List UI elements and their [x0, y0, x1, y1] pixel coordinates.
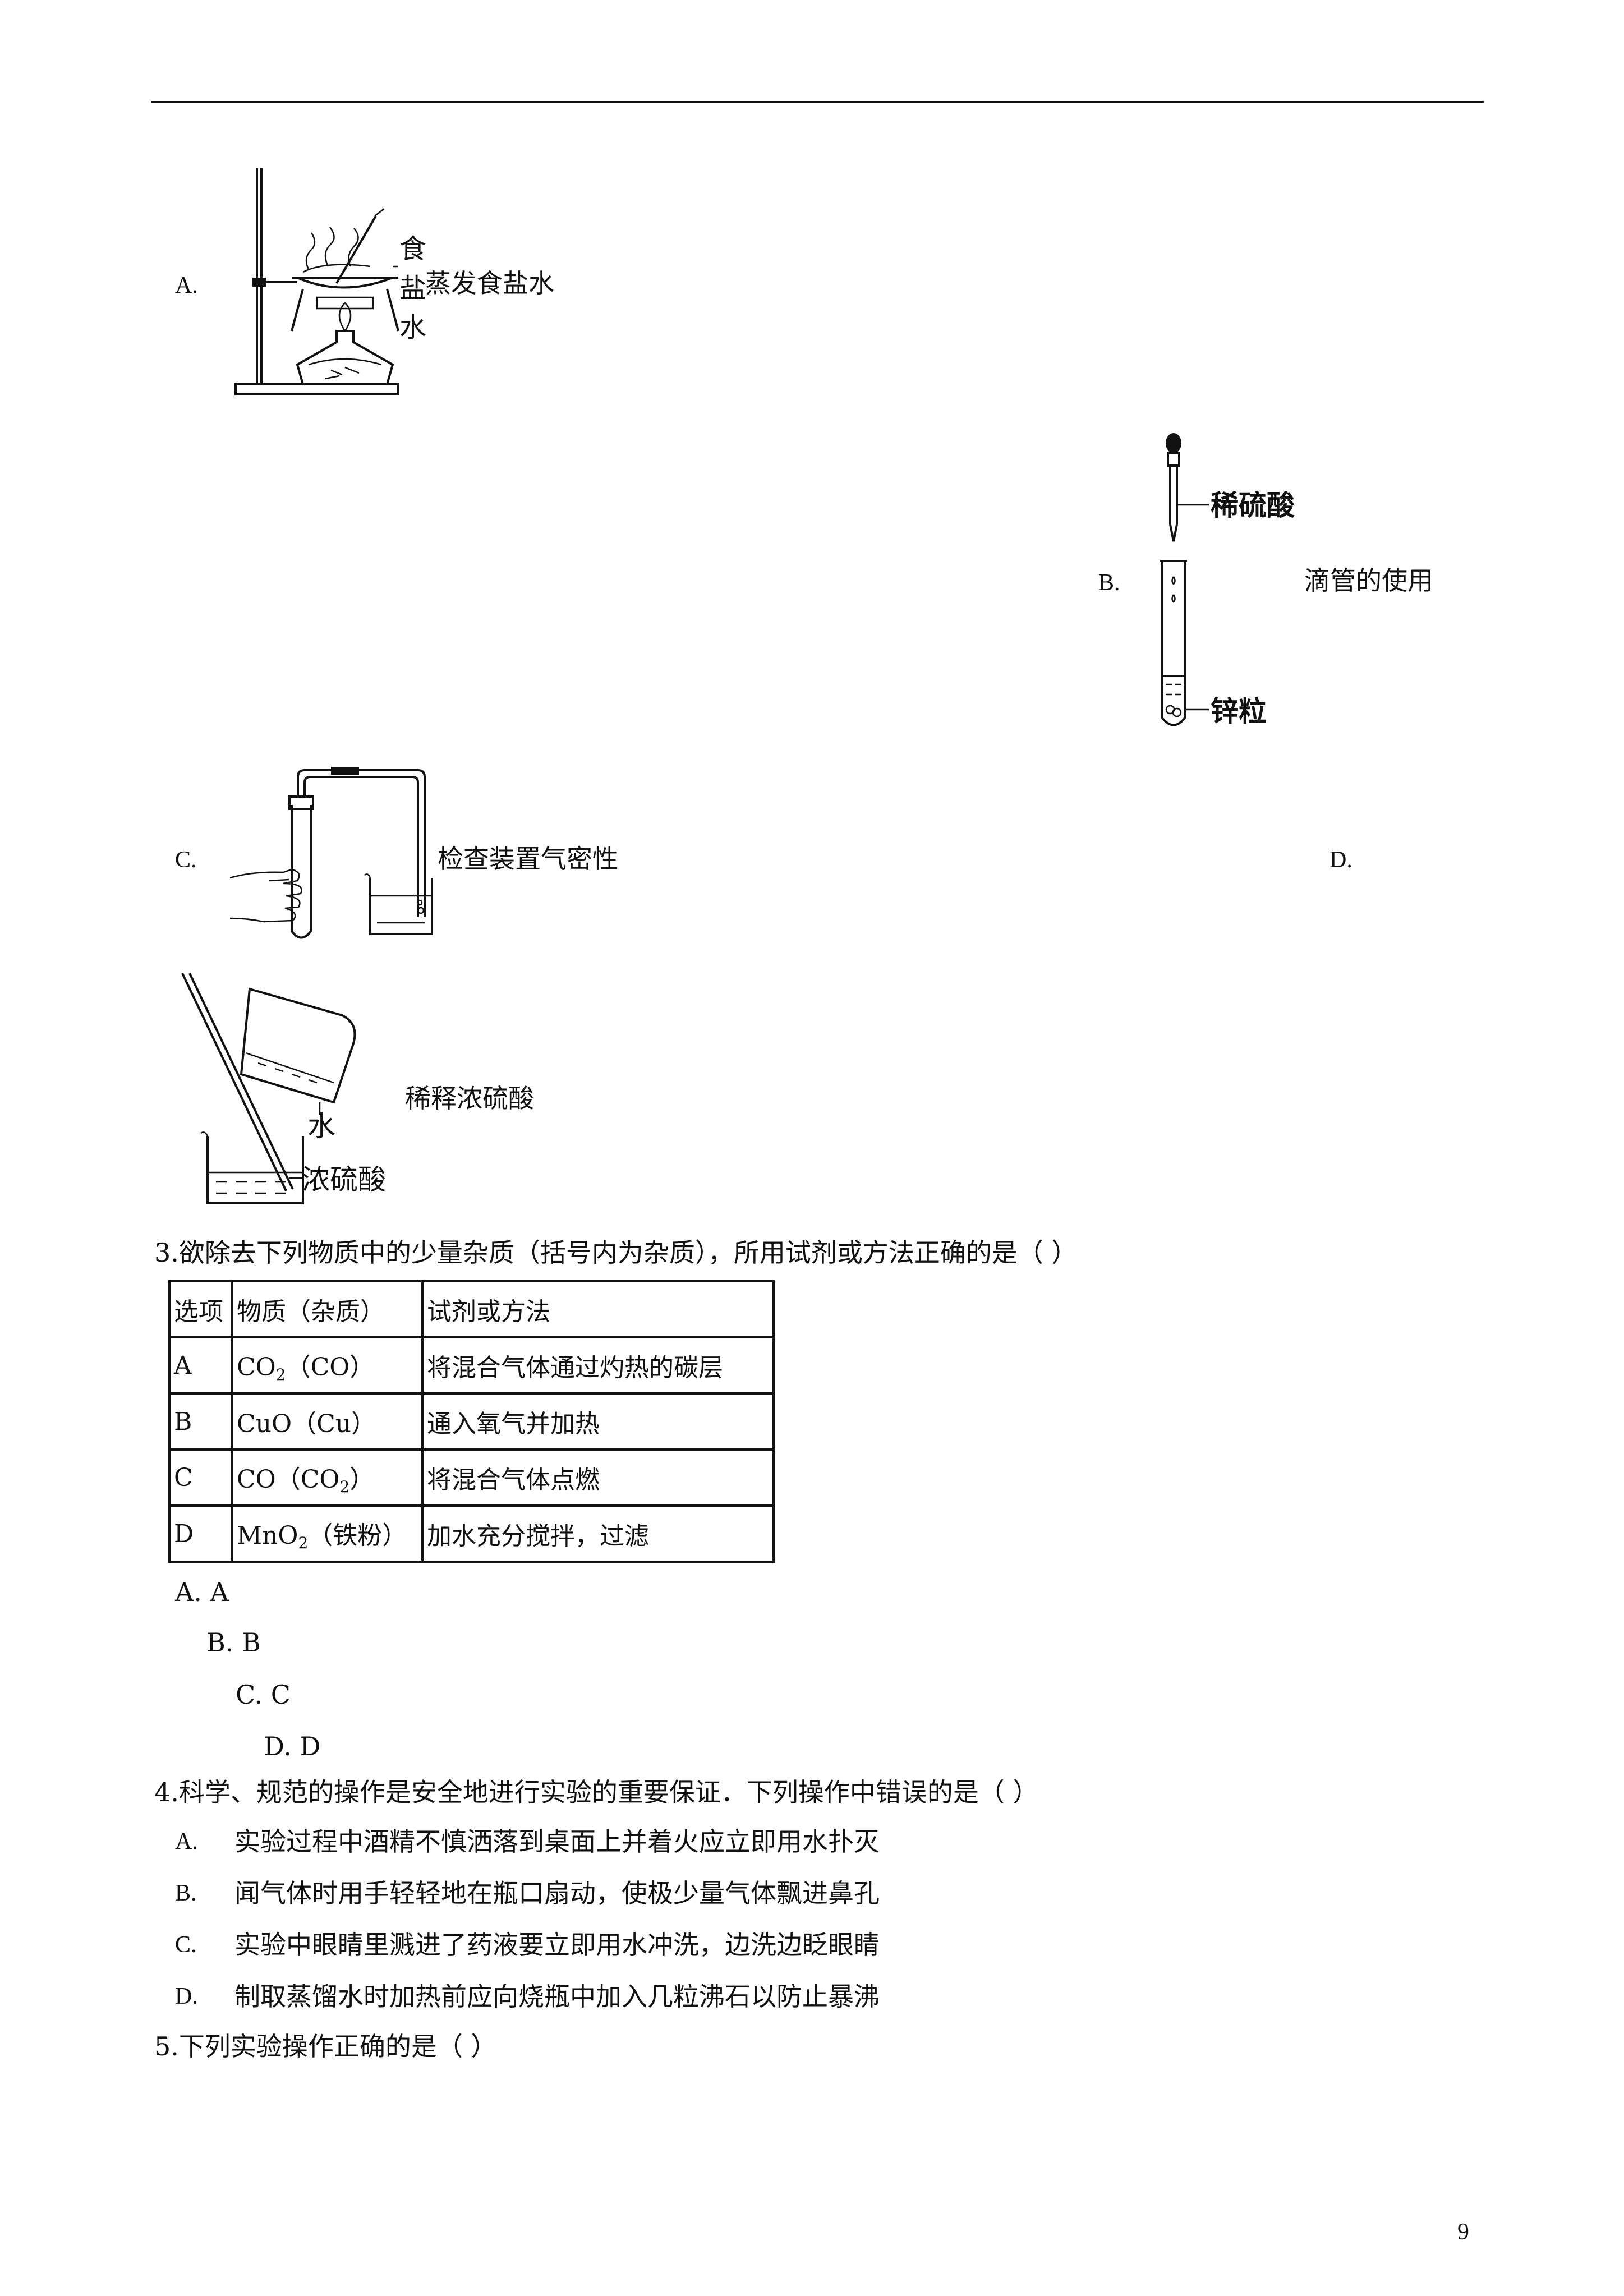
q3-choice-c[interactable]: C. C	[236, 1680, 291, 1710]
q3-choice-a[interactable]: A. A	[175, 1577, 229, 1607]
q4-choice-a-letter[interactable]: A.	[175, 1829, 198, 1855]
label-shi: 食	[399, 233, 426, 265]
table-cell-substance: CuO（Cu）	[231, 1392, 424, 1451]
label-shui: 水	[399, 312, 426, 343]
table-cell-substance: MnO2（铁粉）	[231, 1504, 424, 1563]
table-cell-option: A	[168, 1336, 233, 1395]
q5-stem: 5.下列实验操作正确的是（ ）	[154, 2031, 497, 2062]
table-cell-option: C	[168, 1448, 233, 1507]
label-dilute-h2so4: 稀硫酸	[1211, 489, 1295, 522]
q4-choice-a-text[interactable]: 实验过程中酒精不慎洒落到桌面上并着火应立即用水扑灭	[234, 1826, 880, 1857]
table-row: A CO2（CO） 将混合气体通过灼热的碳层	[168, 1336, 775, 1395]
table-cell-option: D	[168, 1504, 233, 1563]
dilution-figure: 水 浓硫酸	[181, 973, 386, 1204]
table-cell-method: 加水充分搅拌，过滤	[421, 1504, 775, 1563]
table-row: B CuO（Cu） 通入氧气并加热	[168, 1392, 775, 1451]
impurity-table: 选项 物质（杂质） 试剂或方法 A CO2（CO） 将混合气体通过灼热的碳层 B…	[168, 1280, 775, 1563]
airtightness-figure	[229, 767, 433, 939]
option-d-caption: 稀释浓硫酸	[405, 1083, 534, 1114]
label-conc-h2so4: 浓硫酸	[302, 1163, 386, 1196]
option-d-letter: D.	[1329, 847, 1352, 873]
option-c-caption: 检查装置气密性	[438, 844, 618, 874]
dropper-figure: 稀硫酸 锌粒	[1160, 433, 1295, 728]
option-c-letter: C.	[175, 847, 197, 873]
q4-choice-c-text[interactable]: 实验中眼睛里溅进了药液要立即用水冲洗，边洗边眨眼睛	[234, 1930, 880, 1960]
page-number: 9	[1457, 2219, 1469, 2245]
q4-choice-d-letter[interactable]: D.	[175, 1984, 198, 2009]
label-zinc-granules: 锌粒	[1211, 695, 1267, 728]
table-header-row: 选项 物质（杂质） 试剂或方法	[168, 1280, 775, 1338]
table-cell-substance: CO2（CO）	[231, 1336, 424, 1395]
table-cell-option: B	[168, 1392, 233, 1451]
q3-choice-d[interactable]: D. D	[264, 1731, 321, 1761]
option-a-caption: 蒸发食盐水	[425, 268, 554, 298]
table-row: D MnO2（铁粉） 加水充分搅拌，过滤	[168, 1504, 775, 1563]
q4-choice-b-text[interactable]: 闻气体时用手轻轻地在瓶口扇动，使极少量气体飘进鼻孔	[234, 1878, 880, 1908]
option-b-caption: 滴管的使用	[1304, 565, 1433, 596]
q4-choice-d-text[interactable]: 制取蒸馏水时加热前应向烧瓶中加入几粒沸石以防止暴沸	[234, 1981, 880, 2012]
table-header-cell: 试剂或方法	[421, 1280, 775, 1338]
table-row: C CO（CO2） 将混合气体点燃	[168, 1448, 775, 1507]
label-water: 水	[307, 1110, 335, 1143]
table-cell-method: 将混合气体点燃	[421, 1448, 775, 1507]
q4-choice-b-letter[interactable]: B.	[175, 1880, 197, 1906]
q4-choice-c-letter[interactable]: C.	[175, 1932, 197, 1958]
q3-stem: 3.欲除去下列物质中的少量杂质（括号内为杂质），所用试剂或方法正确的是（ ）	[154, 1237, 1078, 1268]
table-cell-substance: CO（CO2）	[231, 1448, 424, 1507]
q4-stem: 4.科学、规范的操作是安全地进行实验的重要保证．下列操作中错误的是（ ）	[154, 1777, 1039, 1807]
label-yan: 盐	[399, 273, 426, 304]
option-b-letter: B.	[1098, 570, 1120, 596]
header-rule	[151, 101, 1484, 103]
q3-choice-b[interactable]: B. B	[206, 1627, 261, 1658]
table-header-cell: 选项	[168, 1280, 233, 1338]
table-header-cell: 物质（杂质）	[231, 1280, 424, 1338]
evaporation-apparatus-figure: 食 盐 水	[234, 168, 426, 395]
table-cell-method: 通入氧气并加热	[421, 1392, 775, 1451]
option-a-letter: A.	[175, 273, 198, 298]
table-cell-method: 将混合气体通过灼热的碳层	[421, 1336, 775, 1395]
